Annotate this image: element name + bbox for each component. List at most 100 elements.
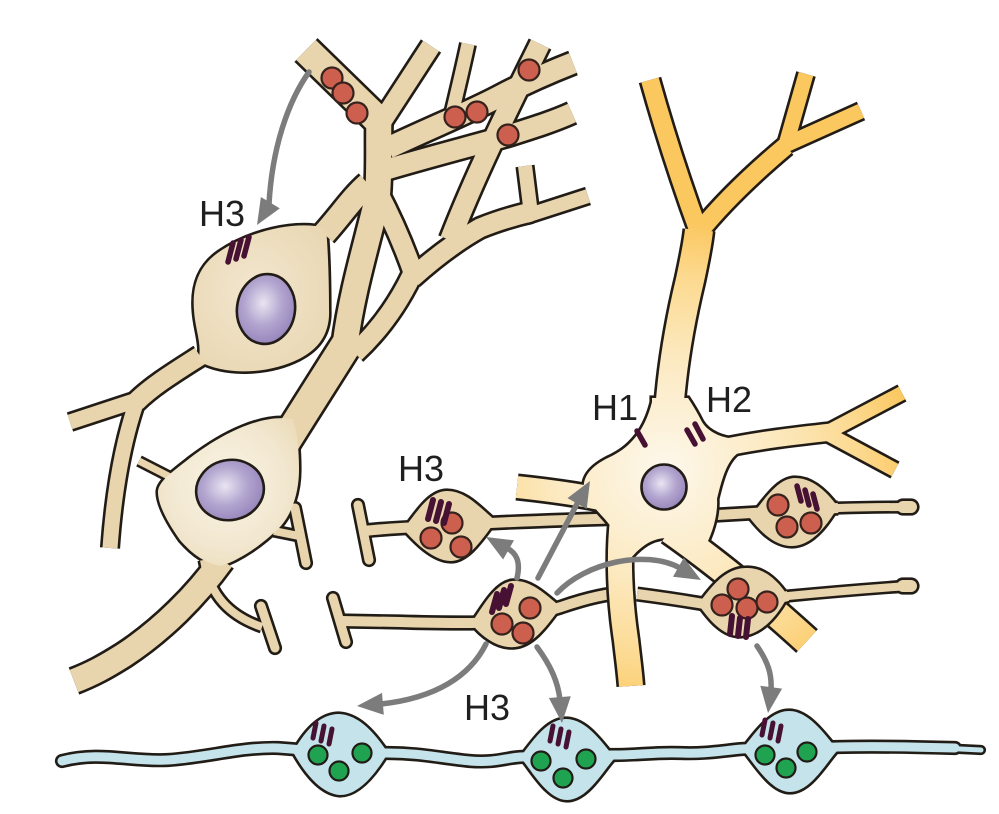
blue-axon bbox=[57, 711, 984, 800]
vesicle-green bbox=[328, 760, 350, 782]
receptor-tick bbox=[547, 723, 556, 744]
arrowhead bbox=[673, 557, 701, 580]
arrow-b1-to-a1 bbox=[504, 545, 522, 581]
yellow-descending-axon bbox=[607, 518, 643, 687]
vesicle-red bbox=[755, 590, 779, 614]
arrowhead bbox=[760, 685, 783, 713]
synaptic-end-bar bbox=[328, 593, 351, 647]
arrowhead bbox=[257, 197, 280, 225]
receptor-tick bbox=[441, 501, 452, 526]
receptor-tick bbox=[735, 615, 743, 639]
receptor-tick bbox=[759, 717, 768, 738]
vesicle-red bbox=[518, 596, 542, 620]
receptor-tick bbox=[802, 487, 812, 508]
vesicle-green bbox=[307, 744, 329, 766]
arrowhead bbox=[548, 696, 571, 723]
h1-receptor-tick bbox=[634, 428, 648, 448]
yellow-dendrite-branch bbox=[779, 104, 865, 153]
vesicle-red bbox=[449, 535, 473, 559]
blue-axon-tail bbox=[937, 745, 984, 753]
upper-soma-process-fork-b bbox=[102, 395, 146, 549]
vesicle-green bbox=[552, 767, 574, 789]
label-h3-top: H3 bbox=[199, 193, 245, 234]
dendrite-trunk-main bbox=[332, 117, 392, 347]
synaptic-end-bar bbox=[290, 503, 311, 568]
receptor-tick bbox=[425, 497, 436, 522]
upper-soma-process-fork-a bbox=[67, 391, 143, 430]
vesicle-red bbox=[799, 511, 823, 535]
label-h1: H1 bbox=[592, 387, 638, 428]
dendrite-branch bbox=[518, 165, 538, 215]
dendrite-upper-soma-trunk bbox=[315, 175, 376, 242]
vesicle-red bbox=[517, 58, 541, 82]
synaptic-end-bar bbox=[256, 601, 280, 653]
blue-varicosity-content bbox=[307, 717, 818, 789]
varicosity-a2-content bbox=[766, 483, 823, 539]
vesicle-red bbox=[331, 81, 355, 105]
receptor-labels: H3 H3 H1 H2 H3 bbox=[199, 193, 752, 728]
synaptic-end-bar bbox=[353, 500, 374, 565]
receptor-tick bbox=[794, 483, 804, 504]
arrowhead bbox=[357, 692, 384, 715]
receptors-yellow-soma bbox=[634, 421, 706, 448]
arrow-b1-to-yellow-soma bbox=[535, 499, 581, 581]
release-arrows bbox=[266, 69, 774, 707]
arrow-heads bbox=[257, 197, 783, 723]
h2-receptor-tick bbox=[684, 427, 698, 447]
arrow-b1-to-blue2 bbox=[534, 644, 563, 703]
vesicle-green bbox=[351, 742, 373, 764]
receptor-tick bbox=[496, 587, 507, 611]
vesicle-red bbox=[710, 593, 734, 617]
vesicle-red bbox=[726, 577, 750, 601]
receptor-tick bbox=[503, 583, 514, 607]
varicosity-blue-2 bbox=[520, 719, 615, 800]
yellow-right-fork-down bbox=[824, 427, 899, 477]
receptor-tick bbox=[810, 491, 820, 512]
varicosity-blue-1 bbox=[293, 714, 388, 795]
receptor-tick bbox=[775, 723, 784, 744]
h2-receptor-tick bbox=[692, 421, 706, 442]
vesicle-red bbox=[766, 493, 790, 517]
lower-soma-arm-synapse bbox=[273, 527, 300, 540]
receptor-tick bbox=[433, 499, 444, 524]
vesicle-green bbox=[575, 748, 597, 770]
arrowhead bbox=[567, 481, 590, 509]
receptor-tick bbox=[727, 613, 735, 637]
vesicle-red bbox=[496, 123, 520, 147]
varicosity-b1-content bbox=[489, 583, 542, 645]
arrow-b1-to-b2 bbox=[554, 556, 683, 596]
lower-soma-axon bbox=[69, 552, 232, 693]
dendrite-diagonal bbox=[405, 202, 534, 286]
yellow-right-fork-up bbox=[824, 386, 906, 439]
receptor-tick bbox=[555, 726, 564, 747]
dendrite-fork-merge bbox=[348, 270, 421, 360]
yellow-apical-dendrite bbox=[654, 228, 713, 433]
receptor-tick bbox=[225, 240, 236, 265]
vesicle-red bbox=[465, 100, 489, 124]
yellow-dendrite-fork-left bbox=[641, 77, 708, 236]
varicosity-blue-3 bbox=[742, 711, 838, 792]
dendrite-branch-two-dots bbox=[383, 53, 577, 158]
receptor-tick bbox=[563, 729, 572, 750]
dendrite-fork-down bbox=[369, 187, 423, 279]
arrow-to-upper-soma bbox=[266, 69, 312, 207]
vesicle-red bbox=[419, 526, 443, 550]
lower-soma-arm-synapse bbox=[200, 559, 264, 631]
receptor-tick bbox=[318, 723, 327, 744]
label-h3-bottom: H3 bbox=[464, 687, 510, 728]
receptor-tick bbox=[767, 720, 776, 741]
varicosity-a1-content bbox=[419, 497, 473, 559]
vesicle-green bbox=[754, 744, 776, 766]
arrow-b2-to-blue3 bbox=[754, 643, 774, 693]
varicosity-b2-content bbox=[710, 577, 779, 640]
vesicle-green bbox=[796, 741, 818, 763]
vesicle-red bbox=[511, 621, 535, 645]
label-h3-axon: H3 bbox=[398, 448, 444, 489]
vesicle-red bbox=[345, 101, 369, 125]
label-h2: H2 bbox=[706, 379, 752, 420]
receptor-tick bbox=[233, 237, 244, 262]
upper-soma-process bbox=[129, 347, 206, 409]
vesicle-red bbox=[443, 105, 467, 129]
receptor-tick bbox=[743, 616, 751, 640]
